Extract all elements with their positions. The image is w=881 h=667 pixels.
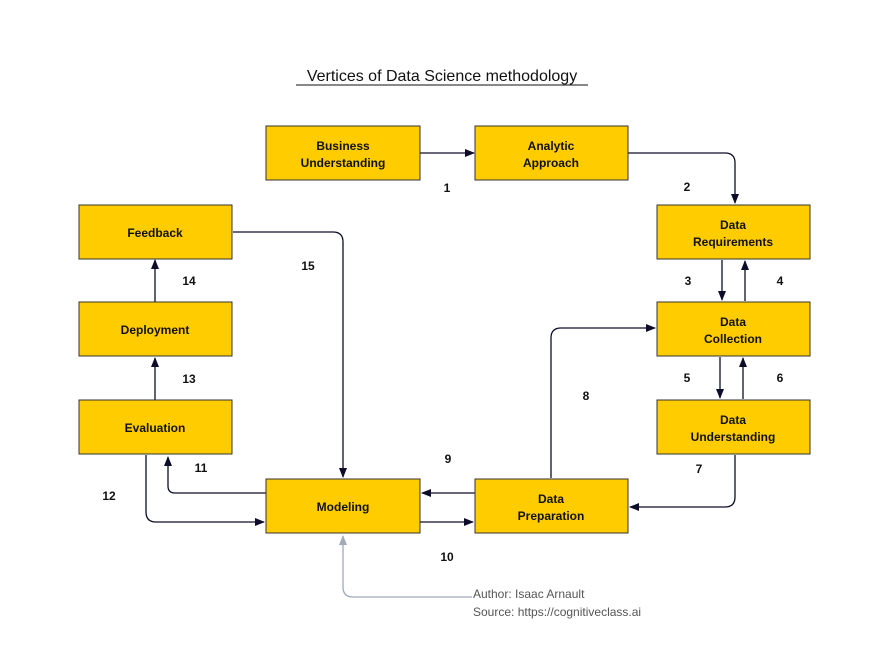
- edge-label-10: 10: [440, 550, 454, 564]
- edge-label-4: 4: [777, 274, 784, 288]
- node-business-understanding-line-1: Business: [316, 139, 370, 153]
- node-data-collection-line-1: Data: [720, 315, 746, 329]
- edge-preparation-to-collection: [550, 324, 656, 478]
- edge-author-to-modeling: [339, 535, 472, 598]
- node-analytic-approach-line-2: Approach: [523, 156, 579, 170]
- edge-label-9: 9: [445, 452, 452, 466]
- edges: [145, 149, 749, 598]
- node-deployment-label: Deployment: [121, 323, 190, 337]
- node-data-collection: Data Collection: [656, 301, 811, 357]
- edge-label-8: 8: [583, 389, 590, 403]
- edge-modeling-to-evaluation: [164, 456, 266, 494]
- node-data-preparation: Data Preparation: [474, 478, 629, 534]
- source-line: Source: https://cognitiveclass.ai: [473, 605, 641, 619]
- author-note: Author: Isaac Arnault Source: https://co…: [473, 587, 641, 619]
- node-feedback: Feedback: [78, 204, 233, 260]
- node-feedback-label: Feedback: [127, 226, 183, 240]
- diagram-title: Vertices of Data Science methodology: [307, 68, 577, 85]
- node-data-collection-line-2: Collection: [704, 332, 762, 346]
- node-business-understanding: Business Understanding: [265, 125, 421, 181]
- edge-label-6: 6: [777, 371, 784, 385]
- node-modeling-label: Modeling: [317, 500, 370, 514]
- edge-label-1: 1: [444, 181, 451, 195]
- node-evaluation-label: Evaluation: [125, 421, 186, 435]
- edge-label-2: 2: [684, 180, 691, 194]
- author-line: Author: Isaac Arnault: [473, 587, 585, 601]
- edge-label-7: 7: [696, 462, 703, 476]
- edge-label-13: 13: [182, 372, 196, 386]
- node-data-preparation-line-1: Data: [538, 492, 564, 506]
- node-data-understanding: Data Understanding: [656, 399, 811, 455]
- edge-understanding-to-preparation: [629, 455, 736, 511]
- edge-label-11: 11: [195, 461, 208, 475]
- node-data-requirements-line-2: Requirements: [693, 235, 773, 249]
- node-business-understanding-line-2: Understanding: [301, 156, 386, 170]
- edge-label-14: 14: [182, 274, 196, 288]
- edge-analytic-to-requirements: [628, 152, 739, 204]
- node-data-understanding-line-2: Understanding: [691, 430, 776, 444]
- edge-label-15: 15: [301, 259, 315, 273]
- edge-labels: 1 2 3 4 5 6 7 8 9 10 11 12 13 14 15: [102, 180, 783, 564]
- nodes: Business Understanding Analytic Approach…: [78, 125, 811, 534]
- edge-label-5: 5: [684, 371, 691, 385]
- edge-evaluation-to-modeling: [145, 455, 265, 526]
- node-analytic-approach: Analytic Approach: [474, 125, 629, 181]
- node-analytic-approach-line-1: Analytic: [528, 139, 575, 153]
- edge-label-3: 3: [685, 274, 692, 288]
- node-data-understanding-line-1: Data: [720, 413, 746, 427]
- node-data-preparation-line-2: Preparation: [518, 509, 585, 523]
- node-evaluation: Evaluation: [78, 399, 233, 455]
- edge-feedback-to-modeling: [233, 231, 347, 478]
- node-deployment: Deployment: [78, 301, 233, 357]
- node-data-requirements-line-1: Data: [720, 218, 746, 232]
- node-modeling: Modeling: [265, 478, 421, 534]
- node-data-requirements: Data Requirements: [656, 204, 811, 260]
- edge-label-12: 12: [102, 489, 116, 503]
